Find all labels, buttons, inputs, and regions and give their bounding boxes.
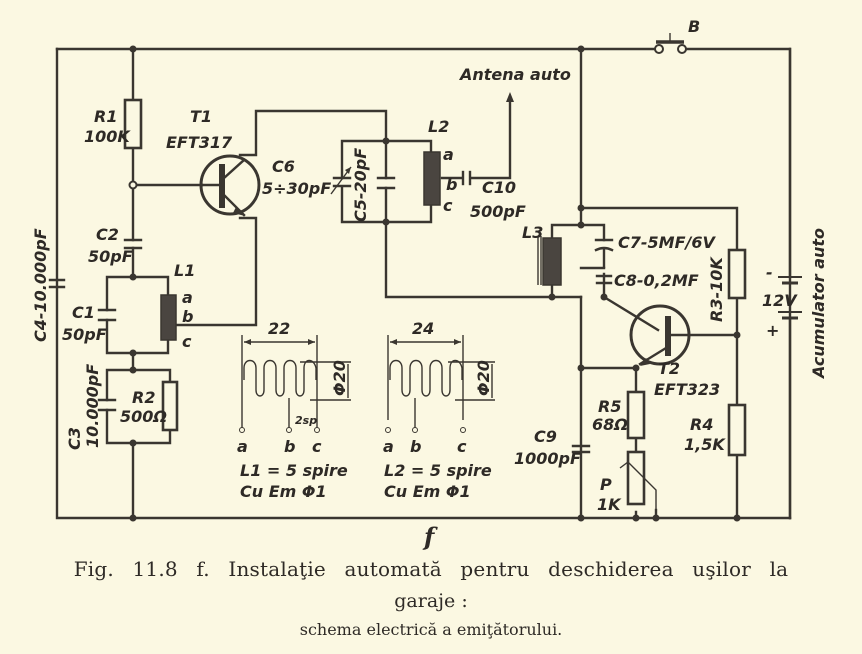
label-r1-value: 100K [84,127,131,146]
label-p-value: 1K [597,495,622,514]
resistor-r2 [161,380,179,432]
label-c8: C8-0,2MF [614,271,699,290]
capacitor-c1 [97,308,117,322]
transistor-t2 [629,304,691,366]
coil2-spec1: L2 = 5 spire [384,461,492,480]
switch-b[interactable] [654,33,687,54]
coil1-tap-c: c [312,437,322,456]
antenna-icon [506,92,514,102]
capacitor-c8 [595,274,613,285]
caption-line-3: schema electrică a emiţătorului. [299,620,563,639]
resistor-r3 [727,248,747,300]
coil2-tap-c: c [457,437,467,456]
label-c3-value: 10.000pF [83,364,102,448]
label-c6-value: 5÷30pF [262,179,331,198]
potentiometer-p[interactable] [619,450,657,510]
capacitor-c6-trimmer [330,166,352,195]
capacitor-c10 [461,170,472,186]
capacitor-c7 [594,238,614,252]
label-l2-name: L2 [428,117,449,136]
label-switch-b: B [688,17,700,36]
coil2-tap-a: a [383,437,394,456]
label-r1-name: R1 [94,107,117,126]
coil1-tap-b: b [284,437,295,456]
coil1-length: 22 [268,319,290,338]
resistor-r4 [727,403,747,457]
inductor-l2 [423,151,441,206]
label-c1-name: C1 [72,303,95,322]
inductor-l1 [160,294,177,341]
coil2-spec2: Cu Em Φ1 [384,482,471,501]
label-c9-name: C9 [534,427,557,446]
label-battery-minus: - [766,263,773,282]
label-t1-name: T1 [190,107,212,126]
label-c2-name: C2 [96,225,119,244]
label-r4-name: R4 [690,415,713,434]
coil2-tap-b: b [410,437,421,456]
label-c2-value: 50pF [88,247,133,266]
resistor-r5 [626,390,646,440]
label-l1-name: L1 [174,261,195,280]
label-t2-value: EFT323 [654,380,720,399]
label-battery-voltage: 12V [762,291,798,310]
label-c10-name: C10 [482,178,516,197]
coil-drawing-l1 [239,335,351,433]
coil1-tap-note: 2sp [295,414,317,427]
inductor-l3 [537,236,562,286]
label-t1-value: EFT317 [166,133,233,152]
label-l1-tap-b: b [182,307,193,326]
label-l1-tap-c: c [182,332,192,351]
label-r2-name: R2 [132,388,155,407]
resistor-r1 [123,98,143,150]
label-c4: C4-10.000pF [31,228,50,342]
label-r5-value: 68Ω [592,415,628,434]
coil-drawing-l2 [385,335,495,433]
figure-letter: f [424,522,435,551]
label-c1-value: 50pF [62,325,107,344]
label-l2-tap-b: b [446,175,457,194]
capacitor-c9 [571,444,591,454]
label-l1-tap-a: a [182,288,193,307]
label-c3-name: C3 [65,427,84,450]
capacitor-c2 [123,238,143,250]
caption-line-1: Fig. 11.8 f. Instalaţie automată pentru … [73,557,789,581]
label-t2-name: T2 [658,359,680,378]
capacitor-c4 [48,278,66,289]
label-l2-tap-c: c [443,196,453,215]
coil1-spec2: Cu Em Φ1 [240,482,327,501]
label-antenna: Antena auto [458,65,571,84]
transistor-t1 [199,154,261,217]
label-l2-tap-a: a [443,145,454,164]
capacitor-c3 [97,398,117,412]
label-c6-name: C6 [272,157,295,176]
coil1-tap-a: a [237,437,248,456]
coil1-spec1: L1 = 5 spire [240,461,348,480]
label-r5-name: R5 [598,397,621,416]
wires [55,47,792,520]
capacitor-c5 [376,176,396,190]
label-r3: R3-10K [707,256,726,322]
label-c5: C5-20pF [351,148,370,222]
label-battery-plus: + [766,321,779,340]
label-p-name: P [600,475,612,494]
coil2-length: 24 [412,319,434,338]
caption-line-2: garaje : [394,590,468,612]
label-c10-value: 500pF [470,202,526,221]
label-l3: L3 [522,223,543,242]
junctions [128,45,741,522]
coil2-diameter: Φ20 [474,360,493,396]
label-c7: C7-5MF/6V [618,233,716,252]
label-c9-value: 1000pF [514,449,581,468]
label-battery: Acumulator auto [809,228,828,380]
battery-12v [778,276,802,320]
label-r2-value: 500Ω [120,407,167,426]
coil1-diameter: Φ20 [330,360,349,396]
label-r4-value: 1,5K [684,435,726,454]
